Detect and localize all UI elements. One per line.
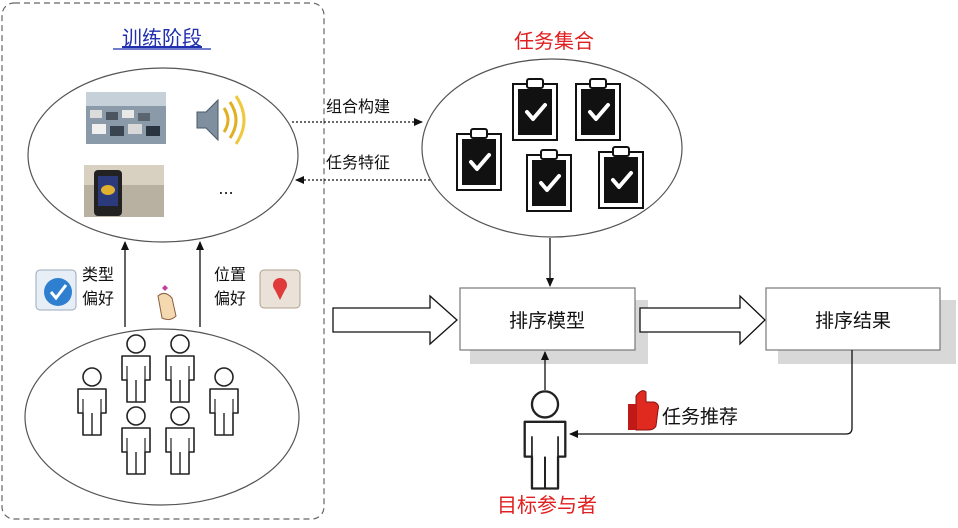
clipboard-check-icon: [574, 77, 622, 142]
hollow-arrow-to-result: [639, 294, 766, 346]
traffic-image: [86, 92, 166, 144]
build-label: 组合构建: [326, 97, 390, 116]
loc-pref-line1: 位置: [214, 265, 246, 284]
finger-heart-icon: [157, 285, 177, 321]
clipboard-check-icon: [597, 145, 645, 210]
model-box: [459, 287, 636, 351]
speaker-icon: [196, 95, 246, 145]
participants-ellipse: [24, 328, 300, 506]
training-panel: [1, 2, 325, 520]
check-badge-icon: [35, 269, 77, 311]
target-participant-icon: [523, 390, 567, 490]
phone-photo-image: [84, 165, 164, 217]
clipboard-check-icon: [525, 148, 573, 213]
arrow-recommend: [569, 350, 853, 438]
tasks-title: 任务集合: [514, 29, 594, 53]
thumbs-up-icon: [628, 390, 659, 431]
features-label: 任务特征: [326, 153, 390, 172]
type-pref-line1: 类型: [82, 265, 114, 284]
recommend-label: 任务推荐: [662, 406, 738, 428]
more-ellipsis: ...: [218, 179, 233, 198]
result-label: 排序结果: [815, 310, 891, 332]
loc-pref-line2: 偏好: [214, 289, 246, 308]
type-pref-line2: 偏好: [82, 289, 114, 308]
training-title: 训练阶段: [122, 26, 202, 50]
model-label: 排序模型: [509, 310, 585, 332]
clipboard-check-icon: [511, 77, 559, 142]
hollow-arrow-to-model: [332, 294, 458, 346]
map-pin-icon: [259, 269, 301, 309]
clipboard-check-icon: [455, 127, 503, 192]
target-label: 目标参与者: [497, 493, 597, 517]
result-box: [765, 287, 941, 351]
